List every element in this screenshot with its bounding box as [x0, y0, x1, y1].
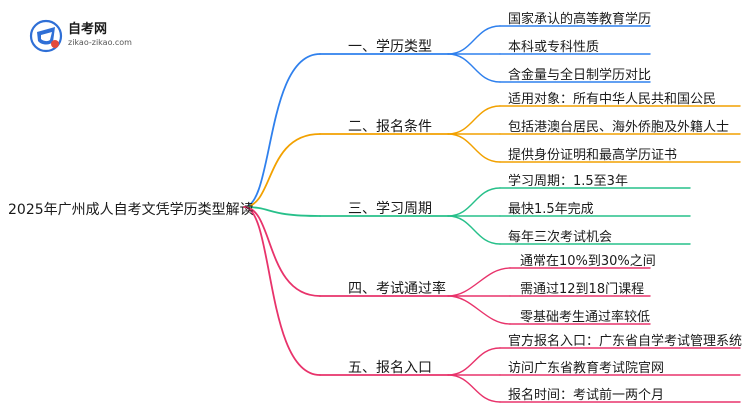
root-to-branch-connector-4 [243, 206, 321, 297]
leaf-label-5-1: 官方报名入口：广东省自学考试管理系统 [508, 334, 743, 349]
branch-label-1[interactable]: 一、学历类型 [348, 39, 432, 55]
branch-to-leaf-connector-5-3 [447, 374, 501, 403]
branch-to-leaf-connector-2-3 [447, 133, 501, 163]
leaf-label-5-3: 报名时间：考试前一两个月 [508, 388, 665, 403]
branch-to-leaf-connector-3-1 [447, 187, 501, 217]
logo-title: 自考网 [68, 22, 108, 37]
root-to-branch-connector-3 [243, 206, 321, 217]
branch-to-leaf-connector-1-3 [447, 53, 501, 83]
leaf-label-2-3: 提供身份证明和最高学历证书 [508, 148, 678, 163]
leaf-label-1-3: 含金量与全日制学历对比 [508, 68, 652, 83]
leaf-label-1-1: 国家承认的高等教育学历 [508, 12, 652, 27]
branch-to-leaf-connector-5-1 [447, 347, 501, 376]
leaf-label-4-3: 零基础考生通过率较低 [520, 310, 651, 325]
leaf-label-5-2: 访问广东省教育考试院官网 [508, 361, 665, 376]
leaf-label-3-1: 学习周期：1.5至3年 [508, 174, 628, 189]
leaf-label-3-2: 最快1.5年完成 [508, 202, 594, 217]
root-to-branch-connector-2 [243, 133, 321, 208]
leaf-label-4-1: 通常在10%到30%之间 [520, 254, 656, 269]
branch-to-leaf-connector-4-3 [447, 295, 511, 325]
branch-to-leaf-connector-4-1 [447, 267, 511, 297]
branch-label-2[interactable]: 二、报名条件 [348, 119, 432, 135]
branch-to-leaf-connector-3-3 [447, 215, 501, 245]
root-to-branch-connector-1 [243, 53, 321, 208]
branch-label-4[interactable]: 四、考试通过率 [348, 281, 446, 297]
graduation-cap-icon [29, 19, 63, 53]
root-to-branch-connector-5 [243, 206, 321, 376]
branch-label-3[interactable]: 三、学习周期 [348, 201, 432, 217]
branch-to-leaf-connector-1-1 [447, 25, 501, 55]
branch-to-leaf-connector-2-1 [447, 105, 501, 135]
leaf-label-1-2: 本科或专科性质 [508, 40, 600, 55]
leaf-label-2-1: 适用对象：所有中华人民共和国公民 [508, 92, 717, 107]
leaf-label-4-2: 需通过12到18门课程 [520, 282, 645, 297]
root-node-label: 2025年广州成人自考文凭学历类型解读 [8, 202, 254, 218]
branch-label-5[interactable]: 五、报名入口 [348, 360, 432, 376]
site-logo[interactable]: 自考网 zikao-zikao.com [28, 18, 148, 56]
leaf-label-2-2: 包括港澳台居民、海外侨胞及外籍人士 [508, 120, 730, 135]
logo-subtitle: zikao-zikao.com [68, 38, 132, 47]
leaf-label-3-3: 每年三次考试机会 [508, 230, 613, 245]
